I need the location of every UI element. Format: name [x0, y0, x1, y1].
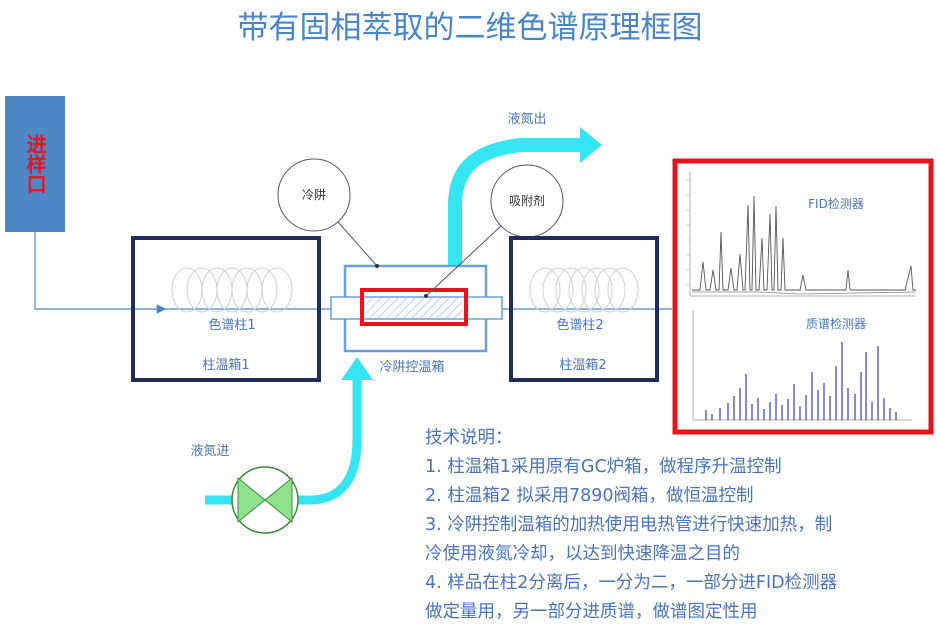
fid-detector-label: FID检测器: [808, 196, 864, 211]
adsorbent-highlight: [360, 288, 468, 326]
notes-heading: 技术说明：: [425, 428, 513, 448]
sample-flow-line: [34, 232, 167, 314]
adsorbent-pointer: [425, 225, 502, 297]
cryo-box-label: 冷阱控温箱: [379, 359, 444, 375]
valve-icon: [231, 466, 299, 534]
pointer-dot-1: [375, 264, 379, 268]
notes-line-3: 3. 冷阱控制温箱的加热使用电热管进行快速加热，制: [425, 514, 832, 535]
ln2-in-label: 液氮进: [190, 444, 229, 459]
ms-spectrum: [692, 310, 912, 421]
pointer-dot-2: [424, 294, 428, 298]
detector-panel: [672, 158, 934, 435]
column-oven-2: [509, 236, 659, 382]
notes-line-2: 2. 柱温箱2 拟采用7890阀箱，做恒温控制: [425, 486, 754, 506]
column-coil-2: [529, 267, 639, 313]
inlet-box: [5, 96, 65, 232]
adsorbent-fill: [366, 296, 462, 318]
ln2-out-pipe: [448, 138, 582, 265]
notes-line-1: 1. 柱温箱1采用原有GC炉箱，做程序升温控制: [425, 457, 782, 477]
ln2-out-arrowhead: [580, 127, 602, 163]
ms-detector-label: 质谱检测器: [806, 316, 866, 331]
adsorbent-label: 吸附剂: [509, 193, 545, 208]
column-oven-2-label: 柱温箱2: [559, 357, 606, 373]
inlet-label: 进样口: [23, 134, 47, 194]
page-title: 带有固相萃取的二维色谱原理框图: [238, 10, 703, 46]
cold-trap-bubble: [277, 158, 351, 232]
column-oven-1-label: 柱温箱1: [202, 357, 249, 373]
technical-notes: 技术说明： 1. 柱温箱1采用原有GC炉箱，做程序升温控制 2. 柱温箱2 拟采…: [425, 428, 837, 622]
fid-chromatogram: [686, 172, 917, 297]
notes-line-5: 4. 样品在柱2分离后，一分为二，一部分进FID检测器: [425, 573, 837, 593]
column-coil-1: [171, 267, 293, 313]
column-2-label: 色谱柱2: [556, 317, 603, 333]
notes-line-6: 做定量用，另一部分进质谱，做谱图定性用: [425, 602, 758, 622]
ln2-out-label: 液氮出: [507, 112, 546, 127]
ln2-in-arrowhead: [341, 357, 373, 380]
notes-line-4: 冷使用液氮冷却，以达到快速降温之目的: [425, 543, 740, 564]
cold-trap-pointer: [337, 221, 378, 267]
column-1-label: 色谱柱1: [208, 317, 255, 333]
column-oven-1: [131, 236, 321, 382]
cold-trap-label: 冷阱: [302, 188, 326, 202]
